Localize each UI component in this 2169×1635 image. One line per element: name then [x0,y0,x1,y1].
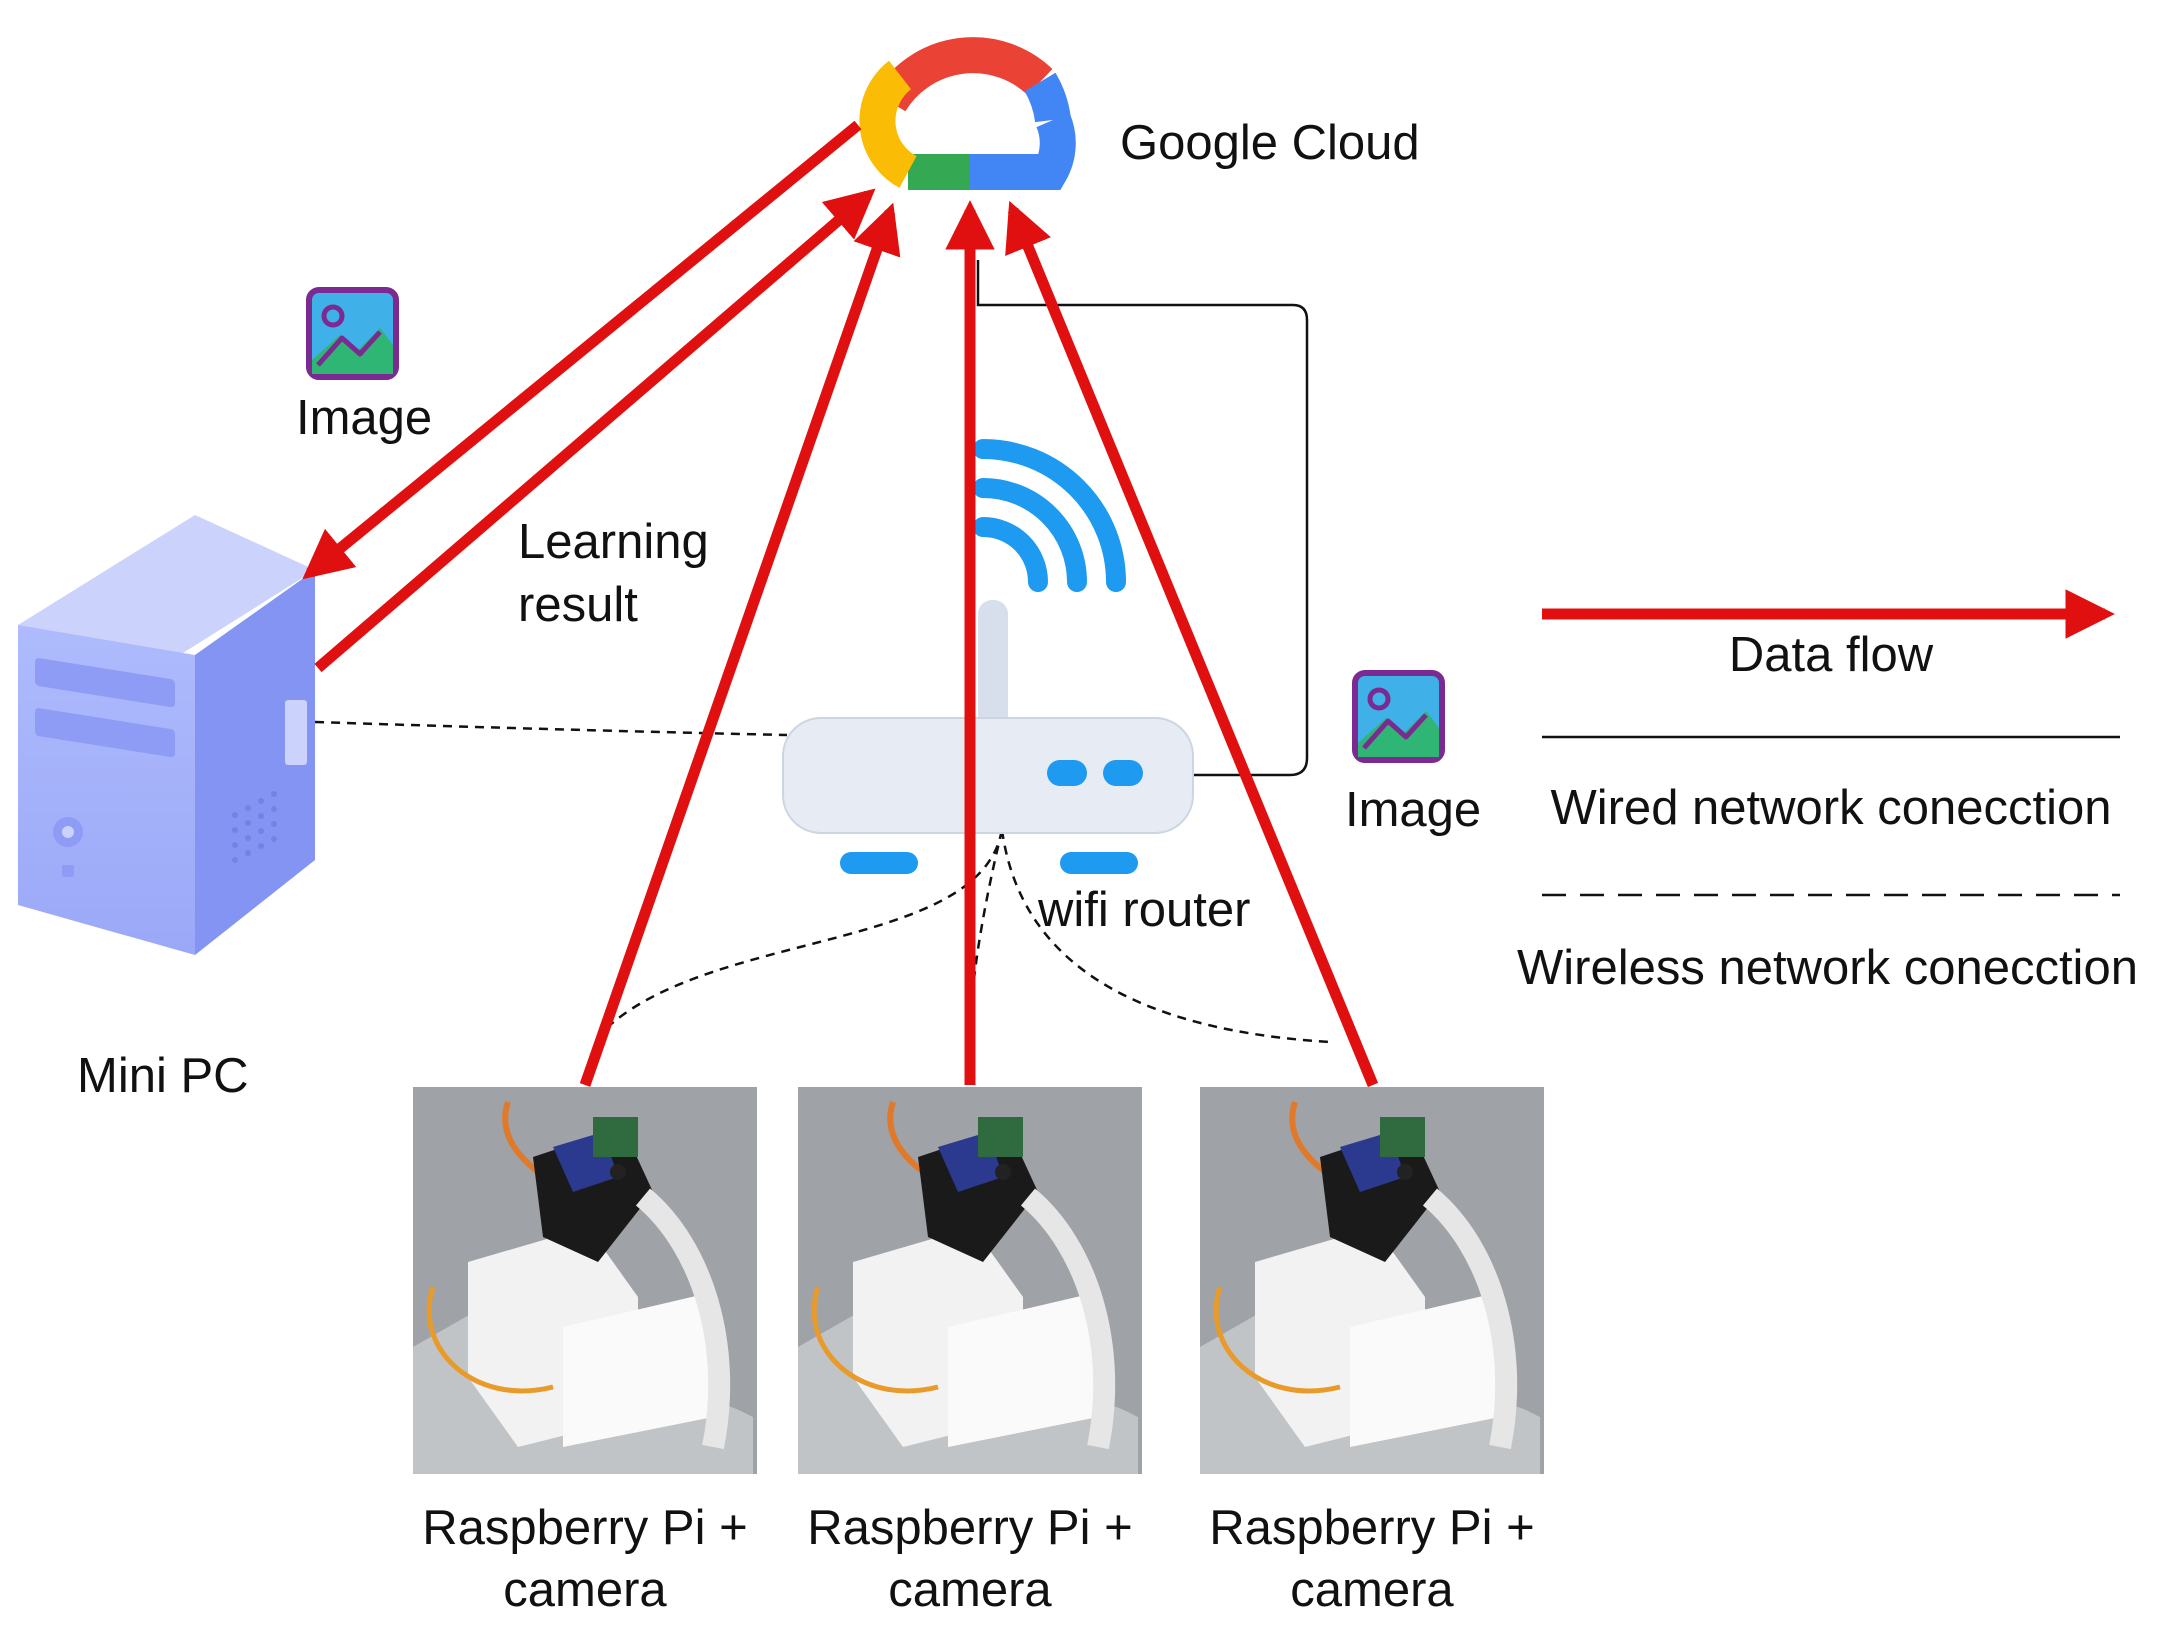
camera-label-3-line1: Raspberry Pi + [1209,1501,1535,1555]
wifi-router-icon [782,600,1194,874]
camera-label-2-line2: camera [888,1563,1052,1617]
wireless-router-camera1 [609,829,1004,1026]
image-icon-right [1352,670,1445,763]
camera-photo-3 [1200,1087,1544,1474]
camera-label-2-line1: Raspberry Pi + [807,1501,1133,1555]
image-icon-left [306,287,399,380]
legend-wireless-label: Wireless network conecction [1517,941,2138,995]
wifi-signal-icon [973,439,1126,592]
wired-connection-cloud-router [976,260,1309,777]
wireless-connections [314,720,1331,1044]
legend-data-flow-label: Data flow [1728,628,1934,682]
mini-pc-label: Mini PC [77,1049,249,1103]
arrow-cloud-to-minipc [302,120,862,580]
arrow-camera1-to-cloud [579,202,901,1087]
google-cloud-label: Google Cloud [1120,116,1420,170]
image-label-left: Image [296,391,433,445]
google-cloud-icon [859,37,1076,190]
image-label-right: Image [1345,783,1482,837]
wireless-router-camera3 [1000,829,1331,1044]
camera-label-3-line2: camera [1290,1563,1454,1617]
camera-photo-2 [798,1087,1142,1474]
mini-pc-icon [18,515,315,955]
legend-wired-label: Wired network conecction [1550,781,2112,835]
learning-result-line1: Learning [518,515,709,569]
arrow-camera3-to-cloud [1005,200,1379,1088]
camera-photo-1 [413,1087,757,1474]
wifi-router-label: wifi router [1038,883,1251,937]
camera-label-1-line2: camera [503,1563,667,1617]
data-flow-arrows [302,120,2115,1088]
arrow-minipc-to-cloud [314,188,876,673]
wireless-router-camera2 [970,829,1004,1001]
camera-label-1-line1: Raspberry Pi + [422,1501,748,1555]
learning-result-line2: result [518,578,638,632]
